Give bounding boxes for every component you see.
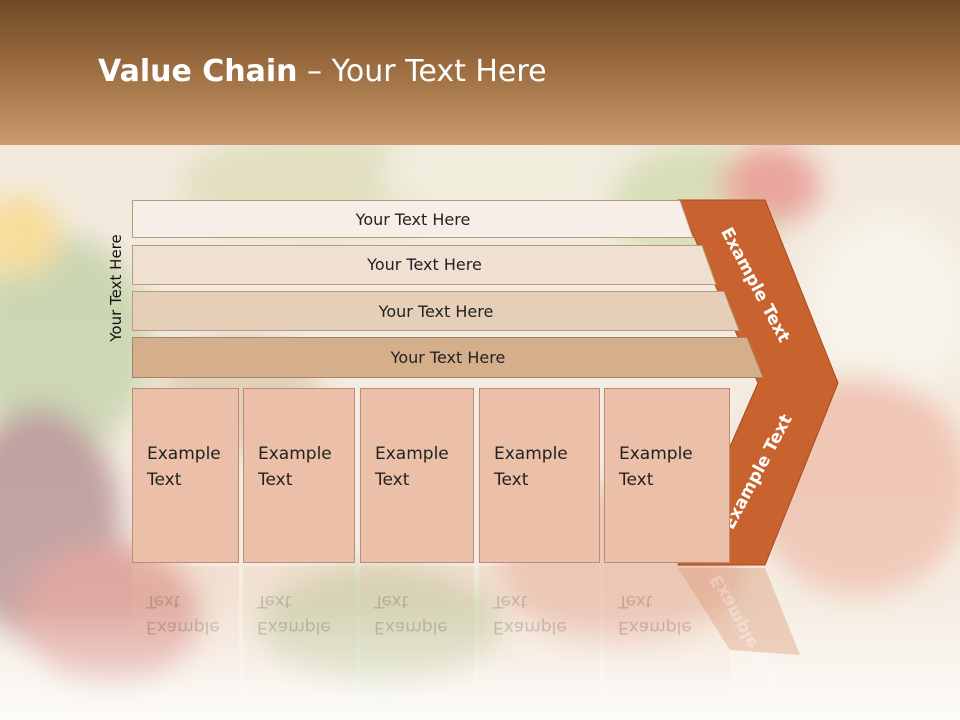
- activity-box-4: Example Text: [479, 388, 600, 563]
- box-line-1: Example: [147, 444, 221, 464]
- support-bar-3: Your Text Here: [132, 291, 740, 331]
- header-banner: Value Chain – Your Text Here: [0, 0, 960, 145]
- bar-label: Your Text Here: [367, 254, 482, 274]
- box-line-2: Text: [258, 470, 293, 490]
- bar-label: Your Text Here: [378, 301, 494, 321]
- box-line-1: Example: [258, 444, 332, 464]
- activity-box-2: Example Text: [243, 388, 355, 563]
- support-bar-1: Your Text Here: [132, 200, 694, 238]
- bar-label: Your Text Here: [390, 348, 506, 367]
- vertical-axis-label: Your Text Here: [107, 234, 125, 342]
- box-line-2: Text: [494, 470, 529, 490]
- activity-box-1: Example Text: [132, 388, 239, 563]
- activity-box-3: Example Text: [360, 388, 474, 563]
- box-line-1: Example: [375, 444, 449, 464]
- box-line-2: Text: [375, 470, 410, 490]
- bar-label: Your Text Here: [355, 209, 471, 229]
- box-line-1: Example: [494, 444, 568, 464]
- support-bar-4: Your Text Here: [132, 337, 764, 378]
- activity-box-5: Example Text: [604, 388, 730, 563]
- page-title: Value Chain – Your Text Here: [98, 54, 547, 89]
- box-line-2: Text: [147, 470, 182, 490]
- box-line-1: Example: [619, 444, 693, 464]
- support-bar-2: Your Text Here: [132, 245, 717, 285]
- box-line-2: Text: [619, 470, 654, 490]
